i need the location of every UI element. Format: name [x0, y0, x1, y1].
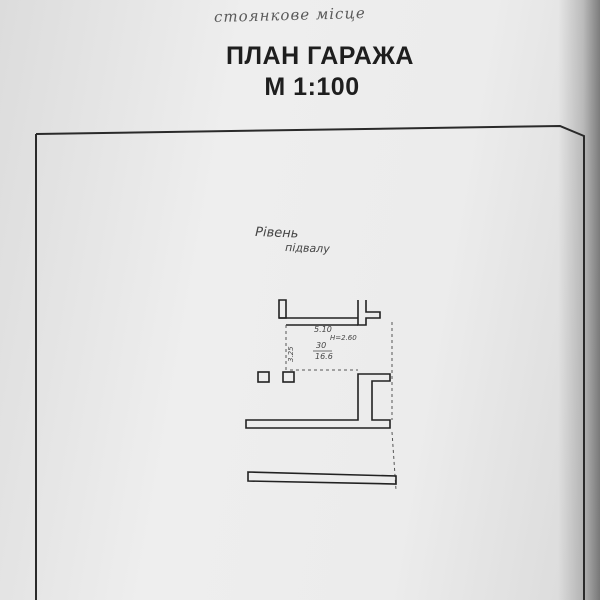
pillar-2	[282, 371, 295, 383]
room-area: 16.6	[315, 352, 333, 361]
wall-left	[278, 299, 287, 319]
plan-scale: М 1:100	[264, 73, 360, 101]
wall-right-middle	[245, 373, 391, 429]
level-label-1: Рівень	[255, 225, 299, 242]
room-length: 5.10	[314, 325, 332, 334]
page-edge-shadow	[558, 0, 600, 600]
room-height: Н=2.60	[330, 334, 357, 342]
room-number: 30	[316, 341, 326, 350]
room-width: 3.25	[287, 346, 295, 362]
plan-title: ПЛАН ГАРАЖА	[226, 42, 414, 70]
wall-bottom	[247, 471, 397, 485]
wall-top	[279, 317, 358, 326]
level-label-2: підвалу	[285, 241, 331, 256]
wall-right-top	[357, 300, 381, 326]
frame-border	[35, 124, 585, 600]
pillar-1	[257, 371, 270, 383]
room-dashed-outline	[285, 322, 397, 491]
